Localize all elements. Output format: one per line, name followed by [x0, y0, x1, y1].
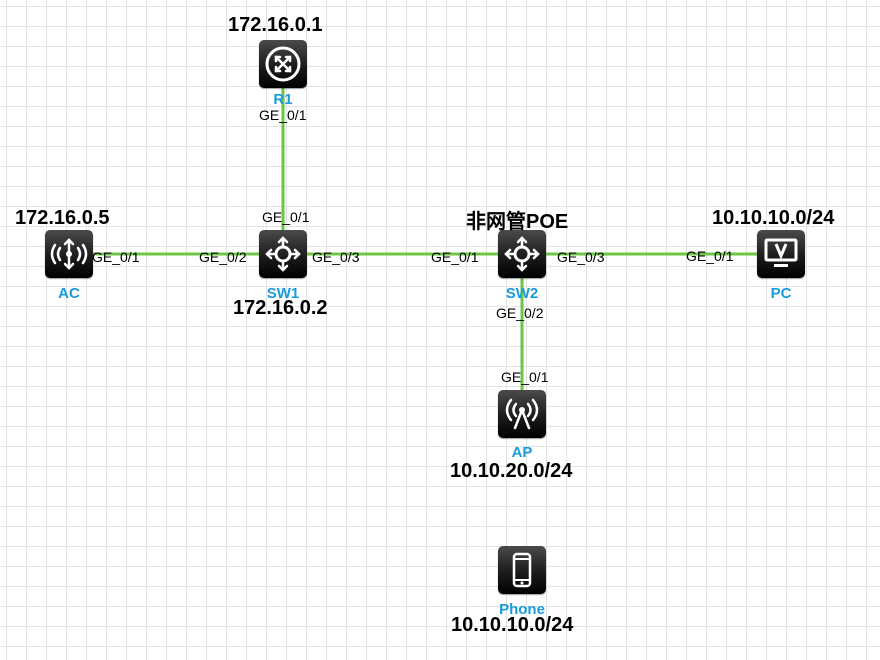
port-label-sw2-down: GE_0/2 — [496, 305, 544, 321]
port-label-r1: GE_0/1 — [259, 107, 307, 123]
port-label-ap: GE_0/1 — [501, 369, 549, 385]
switch-icon[interactable] — [259, 230, 307, 278]
access-controller-icon[interactable] — [45, 230, 93, 278]
phone-address: 10.10.10.0/24 — [451, 614, 574, 636]
port-label-pc: GE_0/1 — [686, 248, 734, 264]
phone-name: Phone — [499, 601, 545, 618]
ac-name: AC — [58, 285, 80, 302]
port-label-sw2-left: GE_0/1 — [431, 249, 479, 265]
port-label-ac: GE_0/1 — [92, 249, 140, 265]
wireless-ap-icon[interactable] — [498, 390, 546, 438]
sw2-address: 非网管POE — [466, 211, 569, 233]
port-label-sw1-right: GE_0/3 — [312, 249, 360, 265]
sw1-name: SW1 — [266, 285, 300, 302]
pc-name: PC — [770, 285, 792, 302]
sw2-name: SW2 — [505, 285, 539, 302]
port-label-sw2-right: GE_0/3 — [557, 249, 605, 265]
r1-address: 172.16.0.1 — [228, 14, 323, 36]
ac-address: 172.16.0.5 — [15, 207, 110, 229]
switch-icon[interactable] — [498, 230, 546, 278]
r1-name: R1 — [273, 91, 293, 108]
pc-address: 10.10.10.0/24 — [712, 207, 835, 229]
ap-address: 10.10.20.0/24 — [450, 460, 573, 482]
pc-monitor-icon[interactable] — [757, 230, 805, 278]
port-label-sw1-left: GE_0/2 — [199, 249, 247, 265]
ap-name: AP — [511, 444, 533, 461]
phone-icon[interactable] — [498, 546, 546, 594]
sw1-address: 172.16.0.2 — [233, 297, 328, 319]
router-icon[interactable] — [259, 40, 307, 88]
port-label-sw1-up: GE_0/1 — [262, 209, 310, 225]
